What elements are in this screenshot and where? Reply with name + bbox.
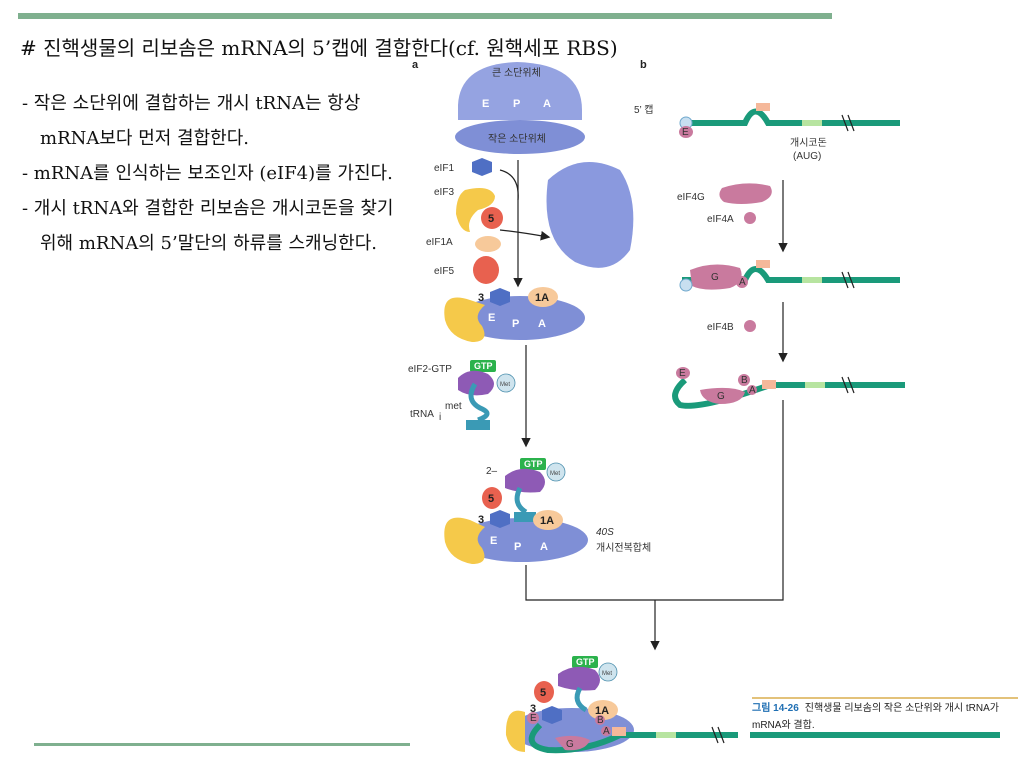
panel-a-label: a <box>412 59 419 71</box>
svg-text:A: A <box>538 318 546 330</box>
svg-text:met: met <box>445 401 462 412</box>
final-initiation-complex: GTP Met 5 3 1A E G B A <box>505 656 1000 754</box>
svg-text:1A: 1A <box>595 705 609 717</box>
svg-text:작은 소단위체: 작은 소단위체 <box>488 132 546 145</box>
eif4b-factor: eIF4B <box>707 320 756 333</box>
svg-text:3: 3 <box>478 514 484 526</box>
ribosome-large-subunit: 큰 소단위체 E P A <box>458 62 582 120</box>
bullet-item: - 작은 소단위에 결합하는 개시 tRNA는 항상 mRNA보다 먼저 결합한… <box>22 93 361 149</box>
svg-text:eIF2-GTP: eIF2-GTP <box>408 364 452 375</box>
svg-text:G: G <box>711 272 719 283</box>
svg-text:E: E <box>682 127 689 138</box>
detached-large-subunit <box>546 162 634 268</box>
svg-text:(AUG): (AUG) <box>793 151 821 162</box>
eif1-factor: eIF1 <box>434 158 492 176</box>
svg-text:A: A <box>739 277 746 288</box>
eif4a-factor: eIF4A <box>707 212 756 225</box>
svg-text:E: E <box>679 368 686 379</box>
svg-text:Met: Met <box>500 382 510 388</box>
svg-text:GTP: GTP <box>576 657 595 667</box>
eif4g-factor: eIF4G <box>677 183 772 204</box>
bullet-item: - mRNA를 인식하는 보조인자 (eIF4)를 가진다. <box>22 163 393 184</box>
svg-text:3: 3 <box>478 292 484 304</box>
bullet-list: - 작은 소단위에 결합하는 개시 tRNA는 항상 mRNA보다 먼저 결합한… <box>22 86 412 261</box>
mrna-step-1: 5’ 캡 E 1 개시코돈 (AUG) <box>634 103 900 162</box>
svg-text:eIF1: eIF1 <box>434 163 454 174</box>
svg-text:5: 5 <box>488 213 494 225</box>
svg-text:2–: 2– <box>486 466 498 477</box>
svg-text:E: E <box>482 98 489 110</box>
svg-text:A: A <box>603 726 610 737</box>
svg-text:eIF3: eIF3 <box>434 187 454 198</box>
svg-text:G: G <box>717 391 725 402</box>
mrna-step-2: G A <box>679 260 900 292</box>
svg-text:GTP: GTP <box>524 459 543 469</box>
svg-text:A: A <box>540 541 548 553</box>
svg-text:B: B <box>597 715 604 726</box>
svg-text:A: A <box>749 385 756 396</box>
panel-b-label: b <box>640 59 647 71</box>
svg-text:P: P <box>513 98 520 110</box>
eif3-factor: eIF3 <box>434 187 495 232</box>
caption-rule <box>752 697 1018 699</box>
svg-text:Met: Met <box>602 671 612 677</box>
svg-text:1A: 1A <box>540 515 554 527</box>
top-rule <box>18 13 832 19</box>
bottom-rule <box>34 743 410 746</box>
pre-initiation-40s-complex: 2– GTP Met 5 3 1A E P A 40S 개시전복합체 <box>444 458 651 564</box>
bullet-item: - 개시 tRNA와 결합한 리보솜은 개시코돈을 찾기 위해 mRNA의 5’… <box>22 198 394 254</box>
svg-text:B: B <box>741 375 748 386</box>
svg-text:3: 3 <box>530 703 536 715</box>
svg-text:큰 소단위체: 큰 소단위체 <box>492 66 541 79</box>
svg-text:eIF4B: eIF4B <box>707 322 734 333</box>
assembled-complex-1: 1A 3 E P A <box>444 287 585 342</box>
eif5-small-factor: 5 <box>481 207 503 229</box>
figure-caption-text: 진핵생물 리보솜의 작은 소단위와 개시 tRNA가 mRNA와 결합. <box>752 703 999 731</box>
figure-number: 그림 14-26 <box>752 703 799 714</box>
svg-text:40S: 40S <box>596 527 614 538</box>
svg-text:eIF1A: eIF1A <box>426 237 453 248</box>
svg-text:eIF4A: eIF4A <box>707 214 734 225</box>
svg-text:i: i <box>439 412 441 423</box>
svg-text:A: A <box>543 98 551 110</box>
eif2-gtp-trna: eIF2-GTP GTP Met tRNA i met <box>408 360 516 430</box>
ribosome-small-subunit: 작은 소단위체 <box>455 120 585 154</box>
eif5-factor: eIF5 <box>434 256 499 284</box>
svg-text:E: E <box>488 312 495 324</box>
svg-text:eIF4G: eIF4G <box>677 192 705 203</box>
mrna-step-3: E G B A <box>672 367 905 409</box>
svg-text:5: 5 <box>488 493 494 505</box>
svg-text:Met: Met <box>550 471 560 477</box>
svg-text:E: E <box>490 535 497 547</box>
eif1a-factor: eIF1A <box>426 236 501 252</box>
svg-text:P: P <box>514 541 521 553</box>
svg-text:P: P <box>512 318 519 330</box>
svg-text:tRNA: tRNA <box>410 409 434 420</box>
svg-text:개시코돈: 개시코돈 <box>790 137 827 149</box>
svg-text:E: E <box>530 713 537 724</box>
svg-text:G: G <box>566 739 574 750</box>
svg-text:5’ 캡: 5’ 캡 <box>634 104 653 116</box>
svg-text:eIF5: eIF5 <box>434 266 454 277</box>
slide-title: # 진핵생물의 리보솜은 mRNA의 5’캡에 결합한다(cf. 원핵세포 RB… <box>20 36 618 60</box>
svg-text:1A: 1A <box>535 292 549 304</box>
svg-text:개시전복합체: 개시전복합체 <box>596 542 651 554</box>
translation-initiation-figure: a b 큰 소단위체 E P A 작은 소단위체 eIF1 eIF3 5 eIF… <box>405 55 1024 768</box>
svg-text:5: 5 <box>540 687 546 699</box>
svg-text:GTP: GTP <box>474 361 493 371</box>
